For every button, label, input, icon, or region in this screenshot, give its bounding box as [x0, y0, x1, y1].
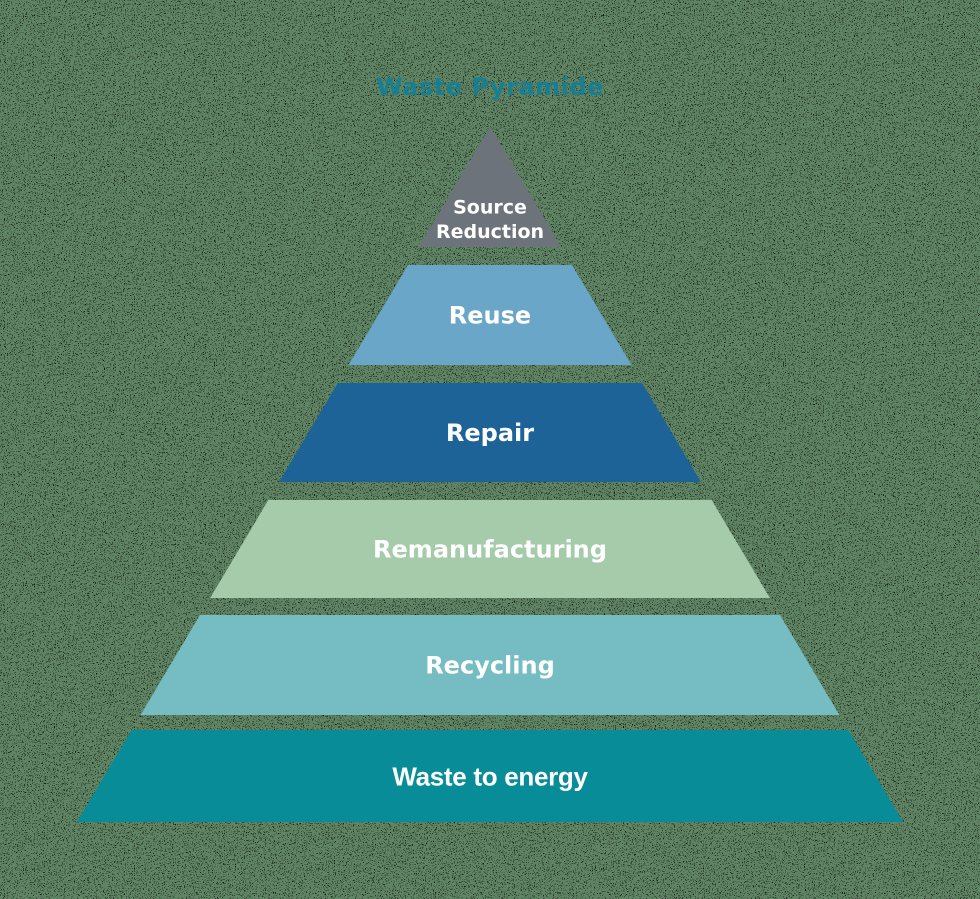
pyramid-level-label: Source — [453, 197, 527, 219]
pyramid-level-waste-to-energy — [77, 730, 903, 822]
pyramid-level-source-reduction — [418, 127, 562, 247]
pyramid-level-repair — [279, 383, 701, 482]
pyramid-level-reuse — [348, 265, 632, 365]
pyramid-level-label: Repair — [446, 419, 534, 447]
pyramid-level-remanufacturing — [210, 500, 770, 598]
pyramid-level-label: Reduction — [436, 221, 544, 243]
pyramid-level-label: Recycling — [425, 652, 555, 680]
pyramid-level-label: Remanufacturing — [373, 536, 607, 564]
diagram-title: Waste Pyramide — [376, 73, 604, 101]
pyramid: SourceReductionReuseRepairRemanufacturin… — [77, 127, 903, 822]
pyramid-level-label: Waste to energy — [392, 761, 588, 791]
pyramid-level-recycling — [140, 615, 840, 715]
pyramid-level-label: Reuse — [449, 302, 531, 330]
